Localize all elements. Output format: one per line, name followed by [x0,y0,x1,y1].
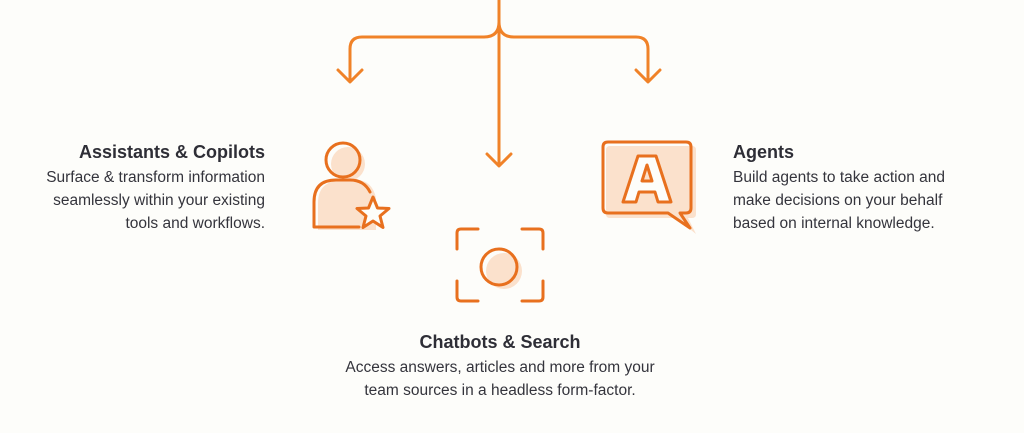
chatbots-description: Access answers, articles and more from y… [312,356,688,402]
description-line: team sources in a headless form-factor. [364,382,636,399]
left-arrow-stem [348,20,501,82]
agents-block: Agents Build agents to take action and m… [733,141,1003,235]
assistants-copilots-block: Assistants & Copilots Surface & transfor… [0,141,265,235]
right-arrow-stem [497,20,650,82]
description-line: Surface & transform information [46,169,265,186]
agents-title: Agents [733,142,795,162]
chatbots-title: Chatbots & Search [419,332,581,352]
description-line: tools and workflows. [125,215,265,232]
description-line: Access answers, articles and more from y… [345,359,655,376]
chat-bubble-letter-a-icon [601,140,696,234]
description-line: make decisions on your behalf [733,192,943,209]
center-arrow-head-icon [485,152,513,168]
right-arrow-head-icon [634,68,662,84]
assistants-description: Surface & transform information seamless… [0,166,265,235]
description-line: seamlessly within your existing [53,192,265,209]
assistants-title: Assistants & Copilots [78,142,265,162]
description-line: based on internal knowledge. [733,215,935,232]
left-arrow-head-icon [336,68,364,84]
user-star-icon [312,141,391,230]
letter-a-glyph [621,154,673,204]
agents-description: Build agents to take action and make dec… [733,166,1003,235]
chatbots-search-block: Chatbots & Search Access answers, articl… [312,331,688,402]
description-line: Build agents to take action and [733,169,945,186]
focus-circle-icon [455,227,545,303]
